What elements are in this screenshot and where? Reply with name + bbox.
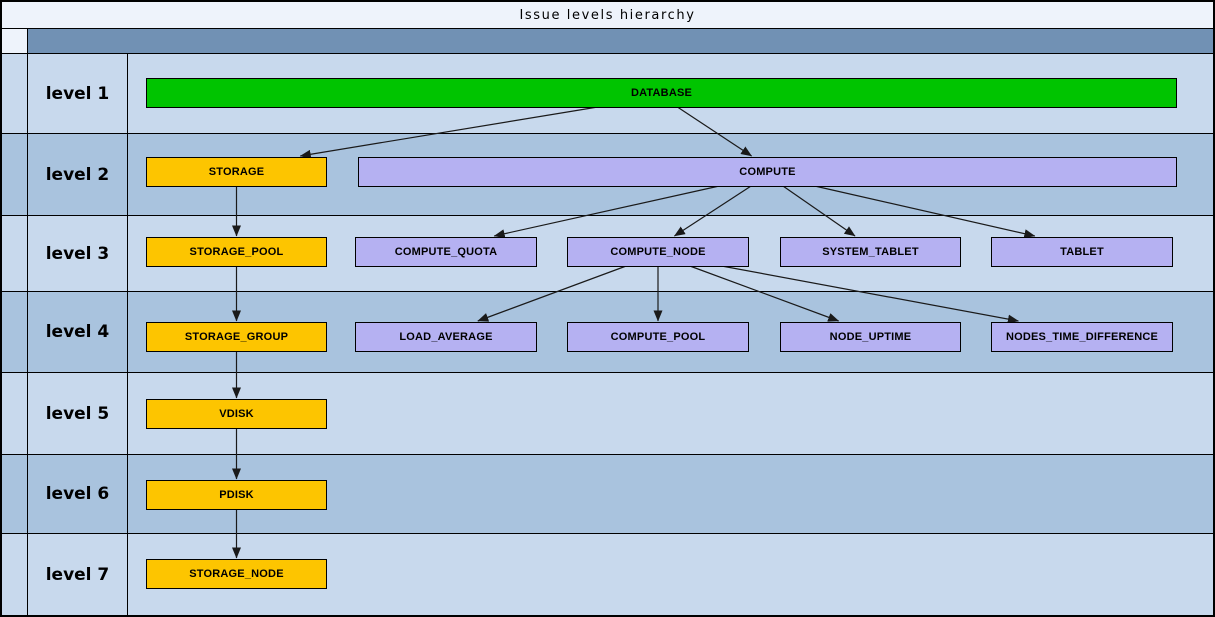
node-database: DATABASE <box>146 78 1177 108</box>
level-1-strip <box>2 54 27 133</box>
node-pdisk: PDISK <box>146 480 327 510</box>
edge-compute-to-system_tablet <box>782 185 856 237</box>
edge-database-to-storage <box>299 106 598 159</box>
node-compute-node: COMPUTE_NODE <box>567 237 749 267</box>
node-system-tablet: SYSTEM_TABLET <box>780 237 961 267</box>
edge-compute-to-compute_node <box>674 185 752 237</box>
node-compute-pool: COMPUTE_POOL <box>567 322 749 352</box>
level-5-label: level 5 <box>28 373 127 454</box>
header-corner-cell <box>2 29 27 53</box>
edge-compute_node-to-node_uptime <box>689 265 840 322</box>
level-7-strip <box>2 534 27 615</box>
level-4-label: level 4 <box>28 292 127 372</box>
edge-compute_node-to-load_average <box>477 265 627 322</box>
level-6-label: level 6 <box>28 455 127 533</box>
level-4-strip <box>2 292 27 372</box>
node-storage: STORAGE <box>146 157 327 187</box>
level-6-strip <box>2 455 27 533</box>
level-5-strip <box>2 373 27 454</box>
node-load-average: LOAD_AVERAGE <box>355 322 537 352</box>
node-storage-group: STORAGE_GROUP <box>146 322 327 352</box>
node-compute: COMPUTE <box>358 157 1177 187</box>
node-storage-node: STORAGE_NODE <box>146 559 327 589</box>
level-1-label: level 1 <box>28 54 127 133</box>
edge-database-to-compute <box>677 106 753 157</box>
level-3-strip <box>2 216 27 291</box>
edge-compute-to-compute_quota <box>493 185 720 239</box>
level-3-label: level 3 <box>28 216 127 291</box>
level-7-label: level 7 <box>28 534 127 615</box>
edge-compute-to-tablet <box>814 185 1036 239</box>
node-compute-quota: COMPUTE_QUOTA <box>355 237 537 267</box>
node-node-uptime: NODE_UPTIME <box>780 322 961 352</box>
node-nodes-time-difference: NODES_TIME_DIFFERENCE <box>991 322 1173 352</box>
node-vdisk: VDISK <box>146 399 327 429</box>
node-storage-pool: STORAGE_POOL <box>146 237 327 267</box>
header-band <box>28 29 1213 53</box>
diagram-title: Issue levels hierarchy <box>2 2 1213 28</box>
node-tablet: TABLET <box>991 237 1173 267</box>
level-2-strip <box>2 134 27 215</box>
level-2-label: level 2 <box>28 134 127 215</box>
edge-compute_node-to-nodes_time_difference <box>721 265 1019 324</box>
